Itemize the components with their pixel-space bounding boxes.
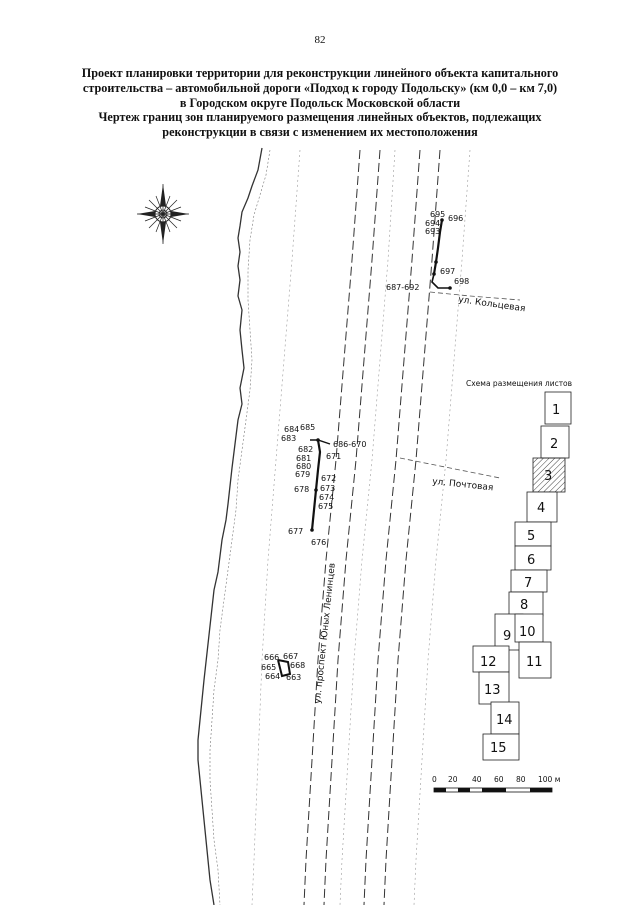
scale-tick-label: 40	[472, 775, 482, 784]
scale-tick-label: 80	[516, 775, 526, 784]
street-koltsevaya-line	[429, 291, 521, 301]
point-label: 676	[311, 538, 326, 547]
point-label: 683	[281, 434, 296, 443]
sheet-number: 11	[526, 655, 543, 670]
point-label: 673	[320, 484, 335, 493]
point-label: 664	[265, 672, 280, 681]
compass-rose-icon	[137, 184, 189, 244]
point-label: 693	[425, 227, 440, 236]
point-label: 682	[298, 445, 313, 454]
sheet-number: 3	[544, 469, 552, 484]
scale-bar: 0 20 40 60 80 100 м	[432, 775, 560, 793]
scale-tick-label: 60	[494, 775, 504, 784]
point-label: 696	[448, 214, 463, 223]
point-label: 671	[326, 452, 341, 461]
sheet-number: 8	[520, 598, 528, 613]
point-label: 695	[430, 210, 445, 219]
sheet-number: 12	[480, 655, 497, 670]
point-label: 667	[283, 652, 298, 661]
sheet-number: 15	[490, 741, 507, 756]
street-label: ул. Почтовая	[432, 477, 494, 493]
point-label: 679	[295, 470, 310, 479]
sheet-number: 13	[484, 683, 501, 698]
sheet-number: 7	[524, 576, 532, 591]
title-line: реконструкции в связи с изменением их ме…	[162, 125, 478, 140]
road-corridor	[303, 149, 441, 905]
point-label: 663	[286, 673, 301, 682]
point-label: 697	[440, 267, 455, 276]
sheet-number: 4	[537, 501, 545, 516]
point-label: 674	[319, 493, 334, 502]
title-line: строительства – автомобильной дороги «По…	[82, 80, 558, 95]
title-line: в Городском округе Подольск Московской о…	[179, 95, 461, 110]
sheet-number: 1	[552, 403, 560, 418]
sheet-number: 2	[550, 437, 558, 452]
point-label: 665	[261, 663, 276, 672]
zone-lower	[277, 659, 292, 678]
point-label: 666	[264, 653, 279, 662]
scale-tick-label: 20	[448, 775, 458, 784]
point-label: 680	[296, 462, 311, 471]
street-label: ул. Кольцевая	[458, 295, 526, 314]
page-title: Проект планировки территории для реконст…	[70, 66, 570, 140]
title-line: Чертеж границ зон планируемого размещени…	[98, 110, 542, 125]
scale-tick-label: 0	[432, 775, 437, 784]
point-label: 675	[318, 502, 333, 511]
sheet-number: 5	[527, 529, 535, 544]
street-label: ул. проспект Юных Ленинцев	[313, 562, 338, 704]
point-label: 694	[425, 219, 440, 228]
sheet-number: 6	[527, 553, 535, 568]
river-line	[197, 147, 263, 905]
sheet-scheme: Схема размещения листов 1 2 3 4	[466, 379, 572, 761]
point-label: 668	[290, 661, 305, 670]
point-label: 681	[296, 454, 311, 463]
point-label: 687-692	[386, 283, 419, 292]
zone-upper	[431, 219, 450, 289]
scale-tick-label: 100 м	[538, 775, 560, 784]
street-pochtovaya-line	[399, 457, 501, 479]
sheet-number: 10	[519, 625, 536, 640]
sheet-scheme-title: Схема размещения листов	[466, 379, 572, 388]
sheet-number: 14	[496, 713, 513, 728]
point-label: 684	[284, 425, 299, 434]
point-label: 698	[454, 277, 469, 286]
page-number: 82	[314, 34, 326, 46]
point-label: 686-670	[333, 440, 366, 449]
point-label: 685	[300, 423, 315, 432]
point-label: 677	[288, 527, 303, 536]
sheet-number: 9	[503, 629, 511, 644]
point-label: 678	[294, 485, 309, 494]
title-line: Проект планировки территории для реконст…	[81, 66, 559, 80]
point-label: 672	[321, 474, 336, 483]
